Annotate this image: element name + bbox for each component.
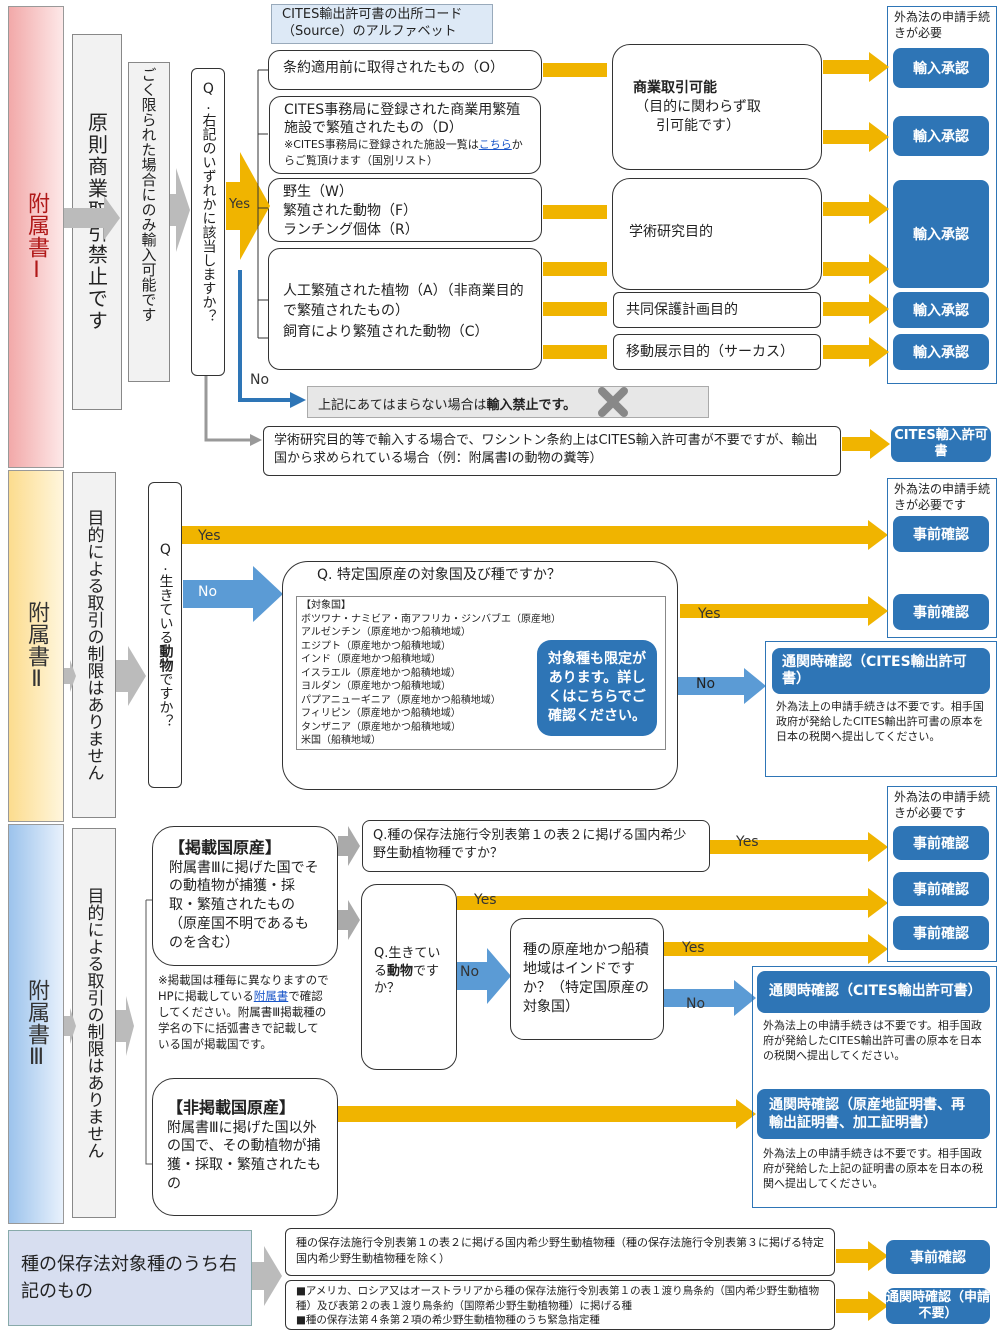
yes-label-3a: Yes [736,834,759,850]
appendix1-band: 附属書Ⅰ [8,6,64,468]
appendix3-band: 附属書Ⅲ [8,824,64,1224]
customs-check-3: 通関時確認（CITES輸出許可書） [757,971,990,1013]
nonlisted-origin-box: 【非掲載国原産】 附属書Ⅲに掲げた国以外の国で、その動植物が捕獲・採取・繁殖され… [152,1078,338,1216]
cites-import-permit: CITES輸入許可書 [891,426,991,462]
facility-list-link[interactable]: こちら [478,138,512,152]
yes-label-2: Yes [198,528,221,544]
forbidden-box: 上記にあてはまらない場合は輸入禁止です。 [307,386,709,418]
country-list: 【対象国】 ボツワナ・ナミビア・南アフリカ・ジンバブエ（原産地） アルゼンチン（… [296,596,666,750]
domestic-species-question: Q.種の保存法施行令別表第１の表２に掲げる国内希少野生動植物種ですか？ [362,820,710,872]
species-law-item1: 種の保存法施行令別表第１の表２に掲げる国内希少野生動植物種（種の保存法施行令別表… [285,1228,835,1276]
customs-check-3b: 通関時確認（原産地証明書、再輸出証明書、加工証明書） [757,1089,990,1139]
appendix1-question: Q.右記のいずれかに該当しますか？ [191,68,225,376]
specific-country-box: Q. 特定国原産の対象国及び種ですか？ [282,561,678,790]
no-arrow-3b [664,980,756,1016]
no-label-3b: No [686,996,706,1012]
prior-check-2b: 事前確認 [893,594,989,630]
appendix3-fx-panel: 外為法の申請手続きが必要です [887,786,997,962]
no-arrow-2b [678,668,766,704]
appendix2-band: 附属書Ⅱ [8,470,64,822]
research-box: 学術研究目的 [612,178,822,290]
appendix1-limited: ごく限られた場合にのみ輸入可能です [128,62,170,382]
limited-species-link[interactable]: 対象種も限定があります。詳しくはこちらでご確認ください。 [537,640,657,736]
appendix2-customs-panel: 通関時確認（CITES輸出許可書） 外為法上の申請手続きは不要です。相手国政府が… [765,641,997,777]
source-o: 条約適用前に取得されたもの（O） [268,50,542,90]
prior-check-3a: 事前確認 [893,826,989,860]
appendix2-question: Q.生きている動物ですか？ [148,482,182,788]
no-label-3: No [460,964,480,980]
india-question: 種の原産地かつ船積地域はインドですか？（特定国原産の対象国） [510,918,664,1040]
circus-box: 移動展示目的（サーカス） [613,334,821,370]
no-arrow-2 [183,566,283,622]
research-note-box: 学術研究目的等で輸入する場合で、ワシントン条約上はCITES輸入許可書が不要です… [263,426,841,476]
source-wfr: 野生（W） 繁殖された動物（F） ランチング個体（R） [268,178,542,242]
yes-label-2b: Yes [698,606,721,622]
import-approval-3: 輸入承認 [893,180,989,288]
prior-check-law: 事前確認 [886,1240,990,1274]
forbidden-x-icon [596,385,630,419]
appendix2-fx-panel: 外為法の申請手続きが必要です [887,478,997,638]
prior-check-2a: 事前確認 [893,516,989,552]
appendix3-label: 附属書Ⅲ [24,978,49,1070]
import-approval-5: 輸入承認 [893,334,989,370]
listed-note: ※掲載国は種毎に異なりますのでHPに掲載している附属書で確認してください。附属書… [158,973,329,1052]
appendix2-label: 附属書Ⅱ [24,600,49,692]
source-d: CITES事務局に登録された商業用繁殖施設で繁殖されたもの（D） ※CITES事… [269,96,541,174]
import-approval-1: 輸入承認 [893,48,989,88]
yes-label-3c: Yes [682,940,705,956]
no-label-1: No [250,372,270,388]
species-law-label: 種の保存法対象種のうち右記のもの [8,1230,252,1326]
no-label-2: No [198,584,218,600]
species-law-item2: ■アメリカ、ロシア又はオーストラリアから種の保存法施行令別表第１の表１渡り鳥条約… [285,1280,835,1330]
appendix2-rule: 目的による取引の制限はありません [72,472,116,818]
yes-arrow-1 [226,152,270,260]
yes-label-3b: Yes [474,892,497,908]
import-approval-4: 輸入承認 [893,292,989,328]
no-label-2b: No [696,676,716,692]
no-arrow-3 [457,948,511,1004]
source-code-header: CITES輸出許可書の出所コード（Source）のアルファベット [271,4,493,44]
customs-none-law: 通関時確認（申請不要） [886,1288,990,1324]
source-ac: 人工繁殖された植物（A）（非商業目的で繁殖されたもの） 飼育により繁殖された動物… [268,248,542,370]
customs-check-2: 通関時確認（CITES輸出許可書） [772,648,990,694]
appendix3-customs-panel: 通関時確認（CITES輸出許可書） 外為法上の申請手続きは不要です。相手国政府が… [752,966,997,1208]
prior-check-3b: 事前確認 [893,872,989,906]
yes-label-1: Yes [229,197,250,212]
appendix1-label: 附属書Ⅰ [24,191,49,283]
appendix3-animal-question: Q.生きている動物ですか？ [361,884,457,1070]
joint-box: 共同保護計画目的 [613,292,821,328]
appendix-link[interactable]: 附属書 [253,989,289,1004]
listed-origin-box: 【掲載国原産】 附属書Ⅲに掲げた国でその動植物が捕獲・採取・繁殖されたもの（原産… [152,826,338,966]
prior-check-3c: 事前確認 [893,916,989,950]
import-approval-2: 輸入承認 [893,116,989,156]
commercial-box: 商業取引可能 （目的に関わらず取引可能です） [612,44,822,170]
